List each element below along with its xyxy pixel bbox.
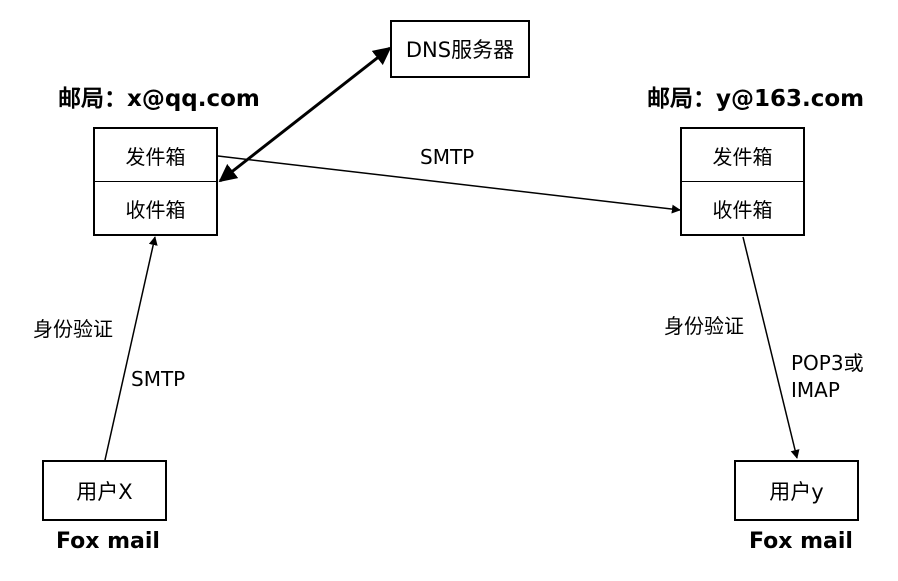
post-office-left-outbox: 发件箱 [125,144,186,169]
smtp-relay-label: SMTP [420,145,475,169]
right-auth-label: 身份验证 [664,314,744,338]
left-auth-label: 身份验证 [33,317,113,341]
post-office-right-inbox: 收件箱 [682,181,803,234]
dns-server-node: DNS服务器 [390,20,530,78]
user-x-send-arrow [104,236,158,461]
dns-server-label: DNS服务器 [405,38,515,62]
user-x-label: 用户X [76,479,133,504]
post-office-left-inbox: 收件箱 [95,181,216,234]
user-x-node: 用户X [42,460,167,521]
dns-query-arrow [218,46,392,183]
user-x-client-label: Fox mail [56,529,160,554]
user-y-client-label: Fox mail [749,529,853,554]
user-y-label: 用户y [769,479,824,504]
post-office-left: 发件箱 收件箱 [93,127,218,236]
post-office-left-title: 邮局：x@qq.com [58,86,260,112]
post-office-right: 发件箱 收件箱 [680,127,805,236]
user-y-fetch-arrow [742,236,800,459]
user-y-node: 用户y [734,460,859,521]
left-protocol-label: SMTP [131,367,186,391]
post-office-right-title: 邮局：y@163.com [647,86,865,112]
right-protocol-label-line2: IMAP [791,378,840,402]
right-protocol-label-line1: POP3或 [791,351,864,375]
post-office-right-outbox: 发件箱 [712,144,773,169]
smtp-relay-arrow [217,155,681,214]
